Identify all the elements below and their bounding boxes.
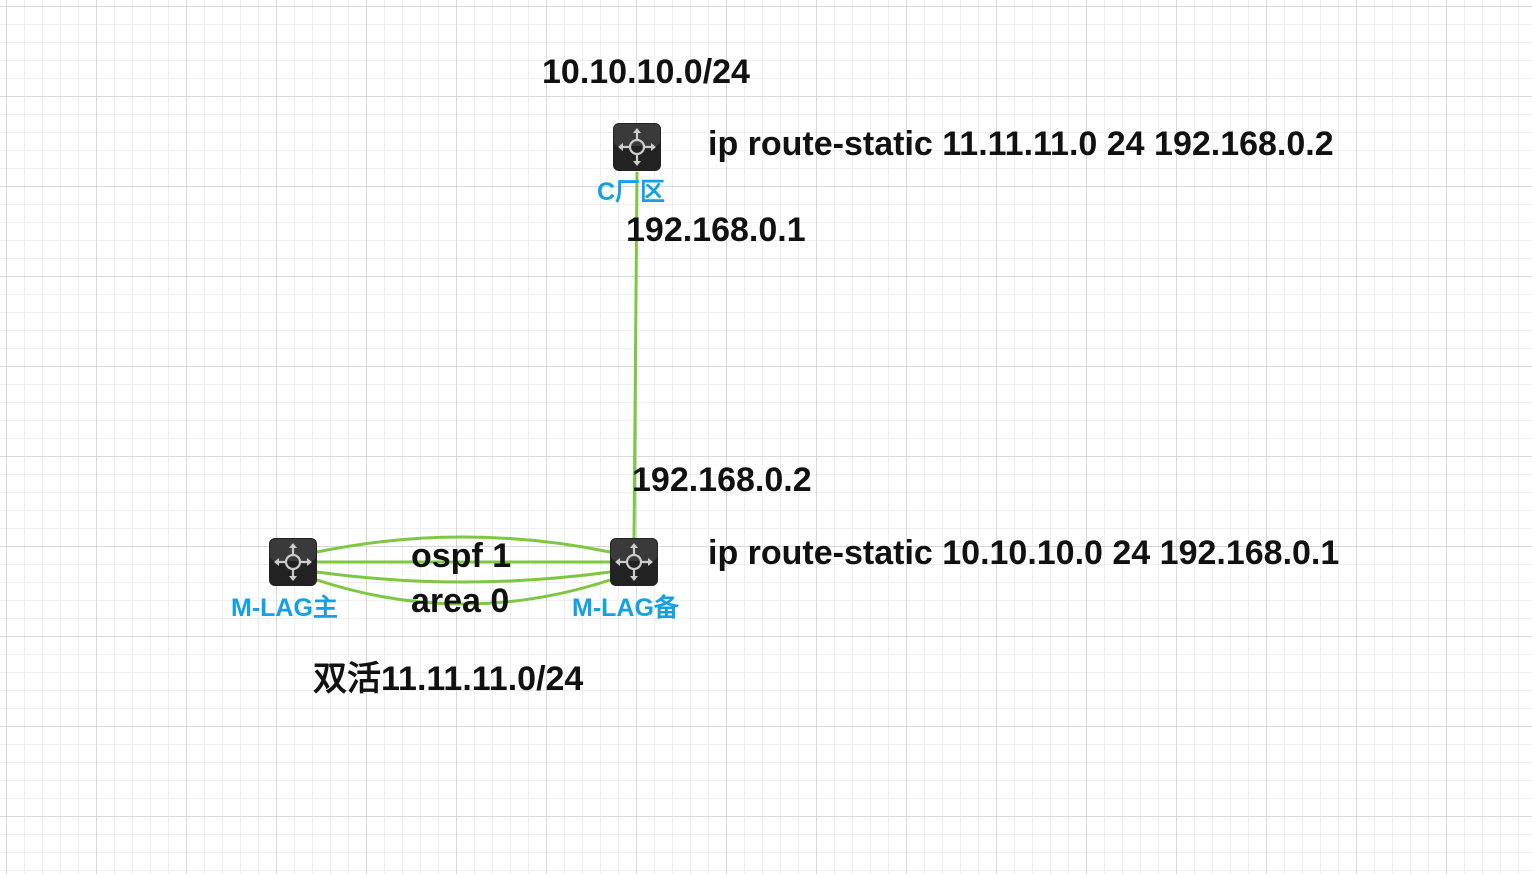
device-label-mlag-primary: M-LAG主 <box>231 594 338 622</box>
top-network-label: 10.10.10.0/24 <box>542 53 750 91</box>
ip-backup-label: 192.168.0.2 <box>632 461 812 499</box>
dual-active-network-label: 双活11.11.11.0/24 <box>313 660 584 698</box>
link-mlag-4 <box>316 578 611 606</box>
static-route-c-label: ip route-static 11.11.11.0 24 192.168.0.… <box>708 125 1334 163</box>
device-label-mlag-backup: M-LAG备 <box>572 594 679 622</box>
static-route-backup-label: ip route-static 10.10.10.0 24 192.168.0.… <box>708 534 1340 572</box>
router-icon[interactable] <box>609 537 659 587</box>
ospf-process-label: ospf 1 <box>411 537 512 575</box>
ip-c-label: 192.168.0.1 <box>626 211 806 249</box>
device-label-c-area: C厂区 <box>597 178 666 206</box>
router-icon[interactable] <box>612 122 662 172</box>
link-c-to-backup <box>632 171 639 541</box>
link-mlag-1 <box>316 535 611 554</box>
router-icon[interactable] <box>268 537 318 587</box>
ospf-area-label: area 0 <box>411 582 510 620</box>
link-mlag-3 <box>316 570 611 584</box>
